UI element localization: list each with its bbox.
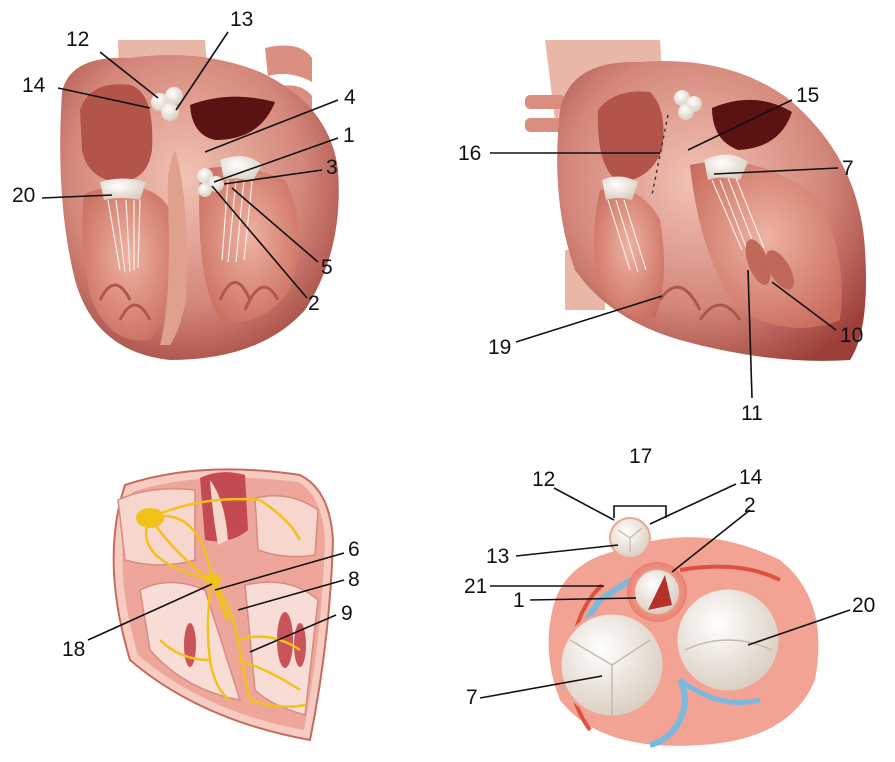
label-10: 10 (840, 324, 863, 347)
label-2: 2 (308, 292, 320, 315)
panel-top-left-heart (60, 40, 339, 360)
label-19: 19 (488, 336, 511, 359)
label-9: 9 (341, 602, 353, 625)
label-2: 2 (744, 494, 756, 517)
label-20: 20 (852, 594, 875, 617)
vessel-branch (265, 46, 312, 82)
label-1: 1 (343, 124, 355, 147)
label-7: 7 (842, 157, 854, 180)
label-17: 17 (629, 445, 652, 468)
label-6: 6 (348, 538, 360, 561)
label-18: 18 (62, 638, 85, 661)
label-14: 14 (22, 74, 46, 97)
panel-bottom-right-valves (549, 506, 819, 746)
label-3: 3 (326, 156, 338, 179)
label-7: 7 (466, 686, 478, 709)
label-21: 21 (464, 575, 487, 598)
label-15: 15 (796, 84, 819, 107)
right-atrium-cavity (80, 84, 152, 182)
valve-leaflets (704, 154, 748, 180)
label-12: 12 (532, 468, 555, 491)
panel-bottom-left-conduction (114, 469, 333, 740)
bracket (614, 506, 666, 518)
label-16: 16 (458, 142, 481, 165)
label-14: 14 (739, 466, 763, 489)
vessel-branch (525, 95, 565, 109)
leader-line (554, 488, 614, 520)
leader-line (650, 484, 736, 524)
label-4: 4 (344, 86, 356, 109)
label-13: 13 (486, 545, 509, 568)
label-11: 11 (741, 402, 763, 425)
valve-leaflets (100, 179, 146, 201)
label-20: 20 (12, 184, 35, 207)
valve-leaflets (602, 176, 638, 200)
label-8: 8 (348, 568, 360, 591)
left-atrium (255, 496, 318, 557)
label-13: 13 (230, 8, 253, 31)
label-1: 1 (513, 589, 525, 612)
label-5: 5 (321, 256, 333, 279)
label-12: 12 (66, 28, 89, 51)
leader-line (516, 545, 618, 556)
